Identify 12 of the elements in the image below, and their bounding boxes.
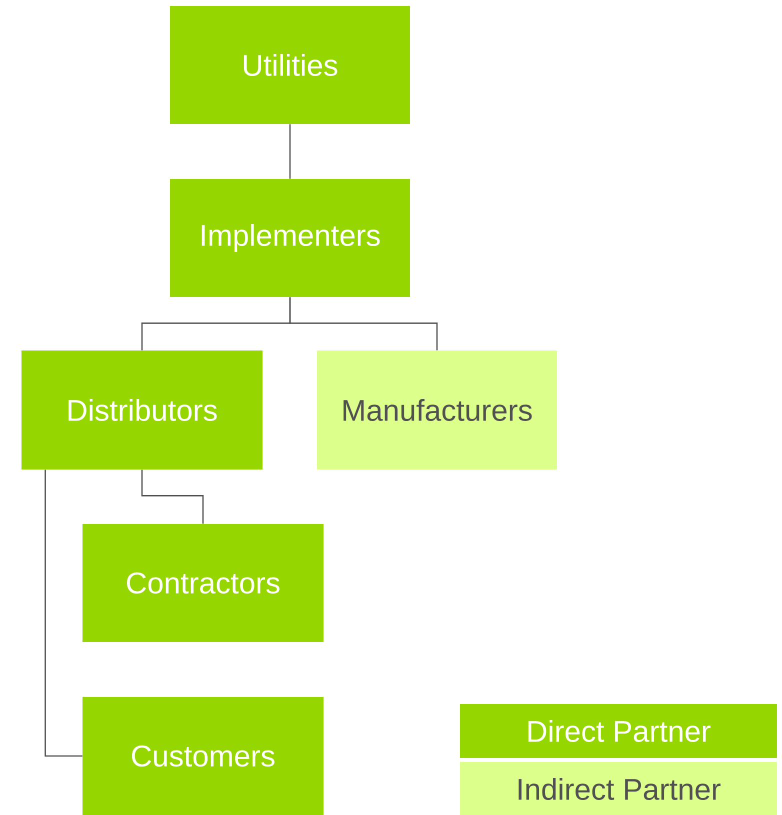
partner-box: Customers: [82, 697, 324, 815]
partner-box: Utilities: [170, 6, 410, 124]
partner-box: Implementers: [170, 179, 410, 297]
legend-item: Direct Partner: [460, 704, 777, 758]
partner-box: Contractors: [82, 524, 324, 642]
legend-item: Indirect Partner: [460, 762, 777, 815]
connector-line: [44, 470, 82, 757]
connector-line: [289, 297, 438, 350]
partner-box: Manufacturers: [317, 350, 557, 470]
partner-box: Distributors: [22, 350, 262, 470]
connector-line: [141, 470, 204, 524]
connector-line: [289, 124, 291, 179]
